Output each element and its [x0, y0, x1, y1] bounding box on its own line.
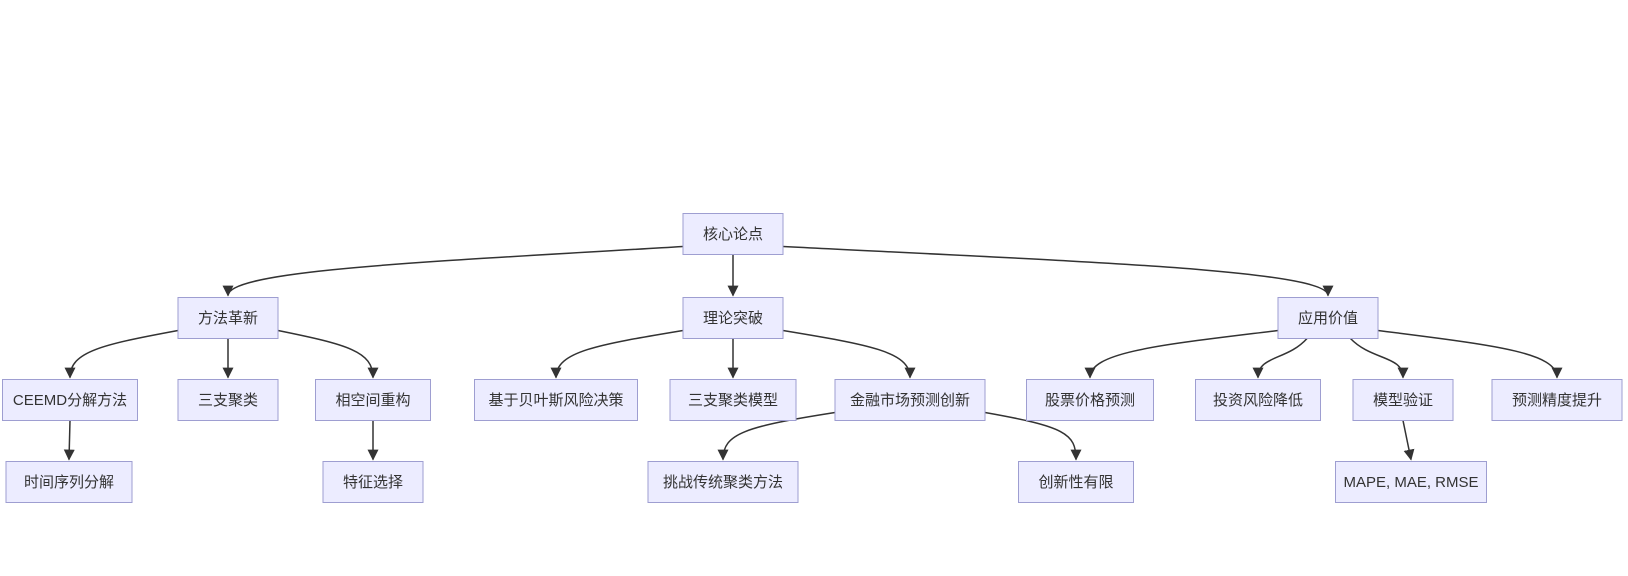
node-limited: 创新性有限: [1018, 461, 1134, 503]
node-validation: 模型验证: [1352, 379, 1454, 421]
node-challenge: 挑战传统聚类方法: [647, 461, 799, 503]
node-phase: 相空间重构: [315, 379, 431, 421]
node-box-risk: [1195, 379, 1321, 421]
node-box-limited: [1018, 461, 1134, 503]
node-box-theory: [682, 297, 784, 339]
node-stock: 股票价格预测: [1026, 379, 1154, 421]
node-box-feature: [322, 461, 424, 503]
node-box-phase: [315, 379, 431, 421]
node-label-risk: 投资风险降低: [1213, 392, 1303, 409]
node-box-finance: [834, 379, 986, 421]
edge-method-to-ceemd: [64, 329, 179, 379]
edge-core-to-application: [782, 245, 1334, 297]
node-label-metrics: MAPE, MAE, RMSE: [1343, 474, 1478, 491]
node-label-challenge: 挑战传统聚类方法: [663, 474, 783, 491]
node-box-core: [682, 213, 784, 255]
node-label-limited: 创新性有限: [1038, 474, 1113, 491]
node-box-validation: [1352, 379, 1454, 421]
node-finance: 金融市场预测创新: [834, 379, 986, 421]
edge-finance-to-challenge: [717, 411, 836, 461]
node-box-ceemd: [2, 379, 138, 421]
edges-layer: [63, 245, 1563, 461]
node-theory: 理论突破: [682, 297, 784, 339]
node-three_way_model: 三支聚类模型: [669, 379, 797, 421]
node-box-three_way_model: [669, 379, 797, 421]
node-label-application: 应用价值: [1298, 309, 1358, 327]
edge-ceemd-to-time_series: [63, 420, 75, 461]
edge-theory-to-finance: [782, 329, 916, 379]
edge-core-to-method: [222, 245, 684, 297]
node-label-phase: 相空间重构: [335, 392, 410, 409]
node-time_series: 时间序列分解: [5, 461, 133, 503]
node-label-stock: 股票价格预测: [1045, 392, 1135, 409]
node-label-theory: 理论突破: [703, 310, 763, 327]
node-label-time_series: 时间序列分解: [24, 474, 114, 491]
edge-application-to-stock: [1084, 329, 1279, 379]
node-label-three_way: 三支聚类: [198, 392, 258, 409]
node-box-method: [177, 297, 279, 339]
edge-validation-to-metrics: [1402, 420, 1415, 461]
node-label-finance: 金融市场预测创新: [850, 392, 970, 409]
edge-application-to-risk: [1252, 338, 1308, 379]
node-label-feature: 特征选择: [343, 474, 403, 491]
node-box-metrics: [1335, 461, 1487, 503]
node-label-precision: 预测精度提升: [1512, 392, 1602, 409]
node-box-application: [1277, 297, 1379, 339]
node-ceemd: CEEMD分解方法: [2, 379, 138, 421]
node-label-method: 方法革新: [198, 310, 258, 327]
node-feature: 特征选择: [322, 461, 424, 503]
node-box-bayes: [474, 379, 638, 421]
node-three_way: 三支聚类: [177, 379, 279, 421]
edge-finance-to-limited: [984, 411, 1082, 461]
edge-method-to-phase: [277, 329, 379, 379]
node-box-stock: [1026, 379, 1154, 421]
node-precision: 预测精度提升: [1491, 379, 1623, 421]
node-bayes: 基于贝叶斯风险决策: [474, 379, 638, 421]
node-box-three_way: [177, 379, 279, 421]
node-core: 核心论点: [682, 213, 784, 255]
node-box-challenge: [647, 461, 799, 503]
edge-application-to-precision: [1377, 329, 1563, 379]
node-box-precision: [1491, 379, 1623, 421]
node-method: 方法革新: [177, 297, 279, 339]
node-risk: 投资风险降低: [1195, 379, 1321, 421]
node-label-ceemd: CEEMD分解方法: [13, 392, 127, 409]
node-box-time_series: [5, 461, 133, 503]
node-application: 应用价值: [1277, 297, 1379, 339]
edge-theory-to-bayes: [550, 329, 684, 379]
node-metrics: MAPE, MAE, RMSE: [1335, 461, 1487, 503]
node-label-three_way_model: 三支聚类模型: [688, 392, 778, 409]
edge-application-to-validation: [1349, 337, 1409, 379]
node-label-bayes: 基于贝叶斯风险决策: [488, 392, 623, 409]
node-label-core: 核心论点: [703, 226, 763, 243]
node-label-validation: 模型验证: [1373, 392, 1433, 409]
